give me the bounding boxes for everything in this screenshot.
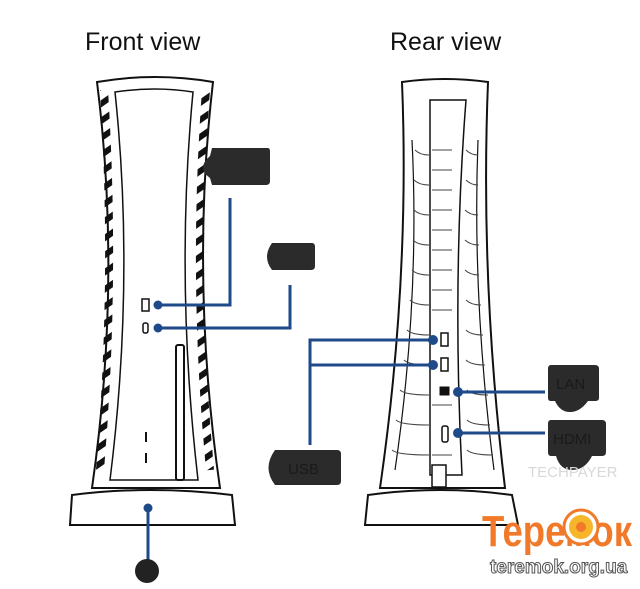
- rear-vent-fins: [391, 149, 494, 456]
- port-marker: [428, 360, 438, 370]
- front-console: [68, 76, 237, 526]
- rear-view-title: Rear view: [390, 28, 502, 56]
- usb-c-plug: [267, 243, 315, 270]
- svg-text:HDMI: HDMI: [553, 431, 591, 448]
- hdmi-plug: HDMI: [548, 420, 606, 470]
- svg-text:teremok.org.ua: teremok.org.ua: [490, 557, 628, 578]
- watermark: TECHPAYER: [528, 464, 618, 481]
- port-marker: [453, 387, 463, 397]
- stand-screw-cover: [135, 559, 159, 583]
- teremok-logo: Теремок teremok.org.ua: [482, 507, 633, 579]
- rear-port-lines: [308, 338, 545, 445]
- svg-text:Теремок: Теремок: [482, 507, 633, 556]
- svg-text:LAN: LAN: [556, 376, 585, 393]
- rear-console: [363, 78, 520, 526]
- front-view-title: Front view: [85, 28, 201, 56]
- svg-text:USB: USB: [288, 461, 319, 478]
- port-marker: [453, 428, 463, 438]
- port-marker: [143, 503, 153, 513]
- usb-a-plug: [203, 148, 270, 185]
- port-marker: [428, 335, 438, 345]
- sun-icon: [562, 508, 600, 546]
- port-marker: [153, 323, 163, 333]
- usb-plug: USB: [268, 450, 341, 485]
- front-usb-line: [146, 198, 292, 560]
- lan-plug: LAN: [548, 365, 599, 412]
- port-marker: [153, 300, 163, 310]
